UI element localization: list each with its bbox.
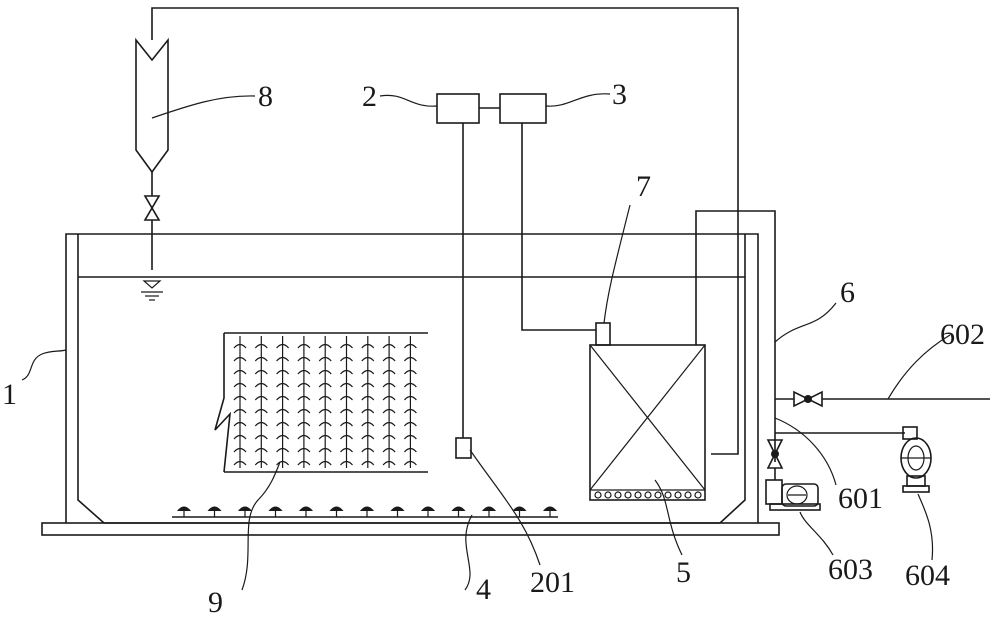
diffuser-icon	[543, 506, 557, 517]
hole	[654, 491, 662, 499]
leader-1	[21, 349, 67, 381]
hole	[614, 491, 622, 499]
diffuser-icon	[299, 506, 313, 517]
label-5: 5	[676, 556, 691, 589]
hole	[644, 491, 652, 499]
label-3: 3	[612, 78, 627, 111]
carrier-frame-break	[214, 333, 232, 473]
diffuser-icon	[177, 506, 191, 517]
hole	[674, 491, 682, 499]
module-cross-b	[589, 344, 706, 491]
tank-base	[41, 522, 780, 536]
label-2: 2	[362, 80, 377, 113]
valve-602-icon	[793, 390, 823, 408]
hopper-body	[135, 37, 169, 174]
label-8: 8	[258, 80, 273, 113]
module-5-box	[589, 344, 706, 501]
diffuser-icon	[421, 506, 435, 517]
membrane-module	[589, 322, 706, 501]
leader-7	[603, 204, 631, 324]
label-9: 9	[208, 586, 223, 619]
water-level-icon	[141, 280, 163, 301]
controller-box-3	[499, 93, 547, 124]
leader-201	[469, 449, 541, 566]
diffuser-icon	[207, 506, 222, 517]
carrier-strand	[361, 336, 375, 468]
dosing-hopper	[135, 37, 169, 301]
label-1: 1	[2, 378, 17, 411]
controller-3-cable	[521, 123, 596, 331]
label-201: 201	[530, 566, 575, 599]
hole	[694, 491, 702, 499]
carrier-strand	[403, 336, 417, 468]
leader-603	[799, 511, 834, 556]
label-6: 6	[840, 276, 855, 309]
controller-box-2	[436, 93, 480, 124]
leader-602	[887, 334, 951, 400]
hole	[664, 491, 672, 499]
carrier-strand	[254, 336, 268, 468]
valve-603-icon	[766, 439, 784, 469]
carrier-strand	[318, 336, 332, 468]
carrier-strand	[382, 336, 396, 468]
hole	[684, 491, 692, 499]
carrier-strand	[297, 336, 311, 468]
permeate-pipe-6	[695, 210, 776, 462]
leader-lines	[21, 93, 951, 591]
diffuser-icon	[451, 506, 466, 517]
leader-8	[151, 95, 256, 119]
hole	[594, 491, 602, 499]
tank	[41, 233, 780, 536]
label-603: 603	[828, 553, 873, 586]
leader-5	[654, 479, 683, 556]
aeration-pipe-4	[172, 506, 558, 518]
tank-inner-wall	[77, 234, 746, 524]
hopper-valve-icon	[143, 195, 161, 221]
diffuser-icon	[512, 506, 527, 517]
carrier-strand	[233, 336, 247, 468]
label-602: 602	[940, 318, 985, 351]
diffuser-icon	[238, 506, 252, 517]
tank-outer-wall	[65, 233, 759, 523]
sensor-7	[595, 322, 611, 346]
diffuser-icon	[390, 506, 405, 517]
control-units	[436, 93, 596, 459]
leader-604	[917, 493, 934, 561]
biofilm-carrier-9	[214, 332, 428, 473]
diffuser-icon	[329, 506, 344, 517]
leader-4	[464, 514, 473, 591]
diffuser-icon	[482, 506, 496, 517]
hole	[624, 491, 632, 499]
leader-2	[379, 94, 438, 107]
label-601: 601	[838, 482, 883, 515]
carrier-strand	[276, 336, 290, 468]
label-4: 4	[476, 573, 491, 606]
hole	[634, 491, 642, 499]
leader-3	[545, 93, 611, 107]
aerator-holes	[594, 491, 702, 499]
label-604: 604	[905, 559, 950, 592]
diaphragm-pump-604-icon	[900, 426, 932, 493]
leader-6	[774, 302, 837, 343]
leader-9	[241, 461, 281, 591]
labels: 1 2 3 4 5 6 7 8 9 201 601 602 603 604	[2, 78, 985, 619]
sensor-201	[455, 437, 472, 459]
diffuser-icon	[268, 506, 283, 517]
carrier-strand	[340, 336, 353, 468]
return-pipe	[151, 7, 739, 455]
diffuser-icon	[360, 506, 374, 517]
leader-601	[774, 417, 837, 486]
hole	[604, 491, 612, 499]
centrifugal-pump-603-icon	[765, 479, 821, 511]
label-7: 7	[636, 170, 651, 203]
